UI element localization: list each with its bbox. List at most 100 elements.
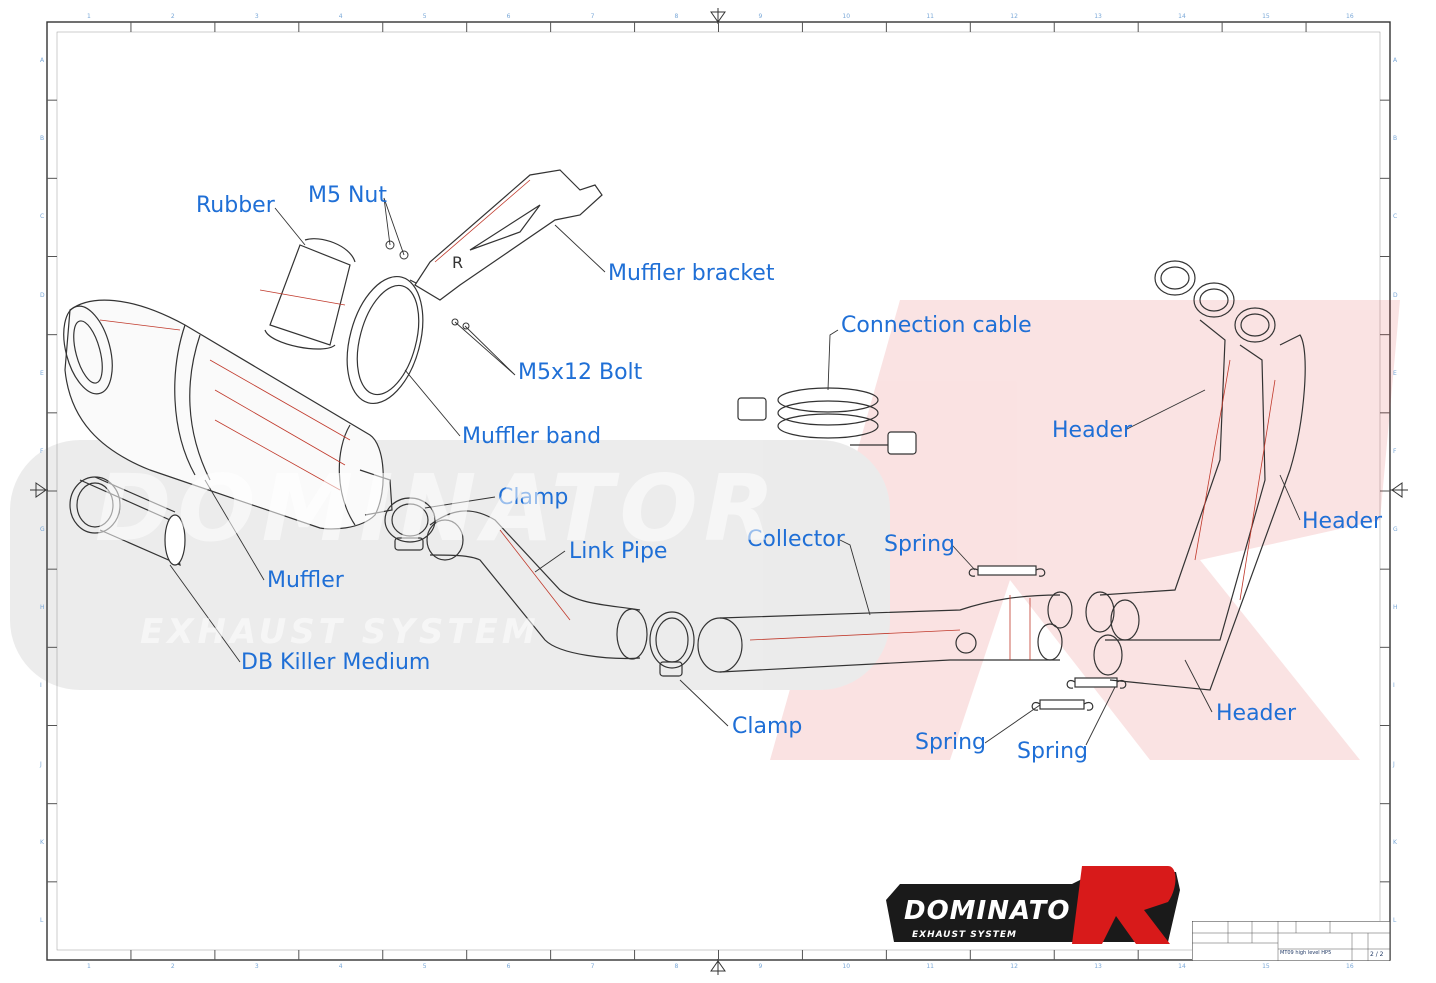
ruler-label: D	[40, 291, 45, 299]
muffler-bracket-drawing: R	[414, 169, 603, 301]
ruler-label: A	[1393, 57, 1398, 65]
clamp-2-drawing	[649, 611, 695, 677]
label-header-1: Header	[1052, 418, 1133, 443]
logo-tagline: EXHAUST SYSTEM	[912, 930, 1017, 940]
ruler-label: 9	[758, 963, 763, 970]
ruler-label: 15	[1262, 13, 1270, 20]
ruler-label: G	[40, 526, 45, 534]
ruler-label: 9	[758, 13, 763, 20]
label-db-killer: DB Killer Medium	[241, 650, 431, 675]
ruler-label: 3	[254, 13, 259, 20]
ruler-label: 14	[1178, 13, 1186, 20]
center-marks	[30, 8, 1408, 975]
ruler-label: 2	[170, 13, 175, 20]
ruler-label: 13	[1094, 963, 1102, 970]
logo-brand: DOMINATO	[904, 896, 1071, 926]
ruler-label: 14	[1178, 963, 1186, 970]
title-block-sheet: 2 / 2	[1370, 951, 1384, 958]
label-muffler-bracket: Muffler bracket	[608, 261, 775, 286]
ruler-label: D	[1393, 291, 1398, 299]
ruler-label: 12	[1010, 13, 1018, 20]
label-connection-cable: Connection cable	[841, 313, 1032, 338]
label-rubber: Rubber	[196, 193, 275, 218]
db-killer-drawing	[69, 476, 186, 567]
ruler-label: C	[40, 213, 45, 221]
label-link-pipe: Link Pipe	[569, 539, 668, 564]
ruler-label: H	[1393, 604, 1398, 612]
watermark-brand: DOMINATOR	[95, 455, 781, 562]
link-pipe-drawing	[426, 510, 648, 660]
ruler-label: 6	[506, 963, 511, 970]
watermark-tagline: EXHAUST SYSTEM	[140, 612, 540, 652]
ruler-label: 4	[338, 13, 343, 20]
ruler-label: 7	[590, 963, 595, 970]
ruler-label: 7	[590, 13, 595, 20]
watermark-band	[10, 440, 890, 690]
label-header-2: Header	[1302, 509, 1383, 534]
svg-text:R: R	[452, 253, 463, 272]
ruler-label: 8	[674, 13, 679, 20]
ruler-label: A	[40, 57, 45, 65]
ruler-label: 12	[1010, 963, 1018, 970]
ruler-label: 8	[674, 963, 679, 970]
headers-drawing	[1085, 260, 1306, 691]
springs-drawing	[968, 565, 1127, 711]
ruler-label: 1	[86, 963, 91, 970]
ruler-label: B	[1393, 135, 1398, 143]
clamp-1-drawing	[384, 497, 436, 551]
ruler-label: 13	[1094, 13, 1102, 20]
ruler-label: 5	[422, 13, 427, 20]
watermark	[10, 300, 1400, 760]
label-muffler-band: Muffler band	[462, 424, 602, 449]
ruler-label: 15	[1262, 963, 1270, 970]
ruler-label: J	[40, 760, 42, 768]
ruler-label: 2	[170, 963, 175, 970]
ruler-label: 10	[842, 13, 851, 20]
ruler-label: L	[40, 916, 44, 924]
dominator-logo: DOMINATO R EXHAUST SYSTEM	[886, 862, 1180, 950]
ruler-label: B	[40, 135, 45, 143]
ruler-label: 4	[338, 963, 343, 970]
label-spring-1: Spring	[884, 532, 955, 557]
title-block-model: MT09 high level HP5	[1280, 950, 1332, 956]
leader-lines	[169, 197, 1301, 746]
rubber-drawing	[259, 238, 356, 350]
label-muffler: Muffler	[267, 568, 344, 593]
ruler-label: 5	[422, 963, 427, 970]
ruler-label: 6	[506, 13, 511, 20]
collector-drawing	[697, 591, 1073, 673]
logo-shape	[886, 866, 1180, 944]
ruler-label: F	[40, 447, 44, 455]
label-header-3: Header	[1216, 701, 1297, 726]
label-clamp-2: Clamp	[732, 714, 803, 739]
ruler-label: L	[1393, 916, 1397, 924]
ruler-label: 11	[926, 963, 934, 970]
ruler-label: H	[40, 604, 45, 612]
watermark-r-shape	[770, 300, 1400, 760]
ruler-label: 11	[926, 13, 934, 20]
ruler-label: 1	[86, 13, 91, 20]
ruler-label: I	[1393, 682, 1395, 690]
ruler-label: C	[1393, 213, 1398, 221]
ruler-label: E	[1393, 369, 1397, 377]
muffler-drawing	[63, 299, 393, 530]
ruler-label: G	[1393, 526, 1398, 534]
ruler-label: 16	[1346, 13, 1354, 20]
ruler-label: I	[40, 682, 42, 690]
ruler-label: K	[1393, 838, 1397, 846]
connection-cable-drawing	[737, 387, 917, 455]
title-block: MT09 high level HP5 2 / 2	[1192, 921, 1390, 961]
label-clamp-1: Clamp	[498, 485, 569, 510]
ruler-label: E	[40, 369, 44, 377]
title-block-grid	[1192, 921, 1390, 961]
ruler-label: J	[1393, 760, 1395, 768]
ruler-label: 10	[842, 963, 851, 970]
ruler-label: 3	[254, 963, 259, 970]
label-m5x12-bolt: M5x12 Bolt	[518, 360, 643, 385]
label-spring-2: Spring	[915, 730, 986, 755]
ruler-label: F	[1393, 447, 1397, 455]
label-m5-nut: M5 Nut	[308, 183, 387, 208]
ruler-label: K	[40, 838, 44, 846]
ruler-label: 16	[1346, 963, 1354, 970]
